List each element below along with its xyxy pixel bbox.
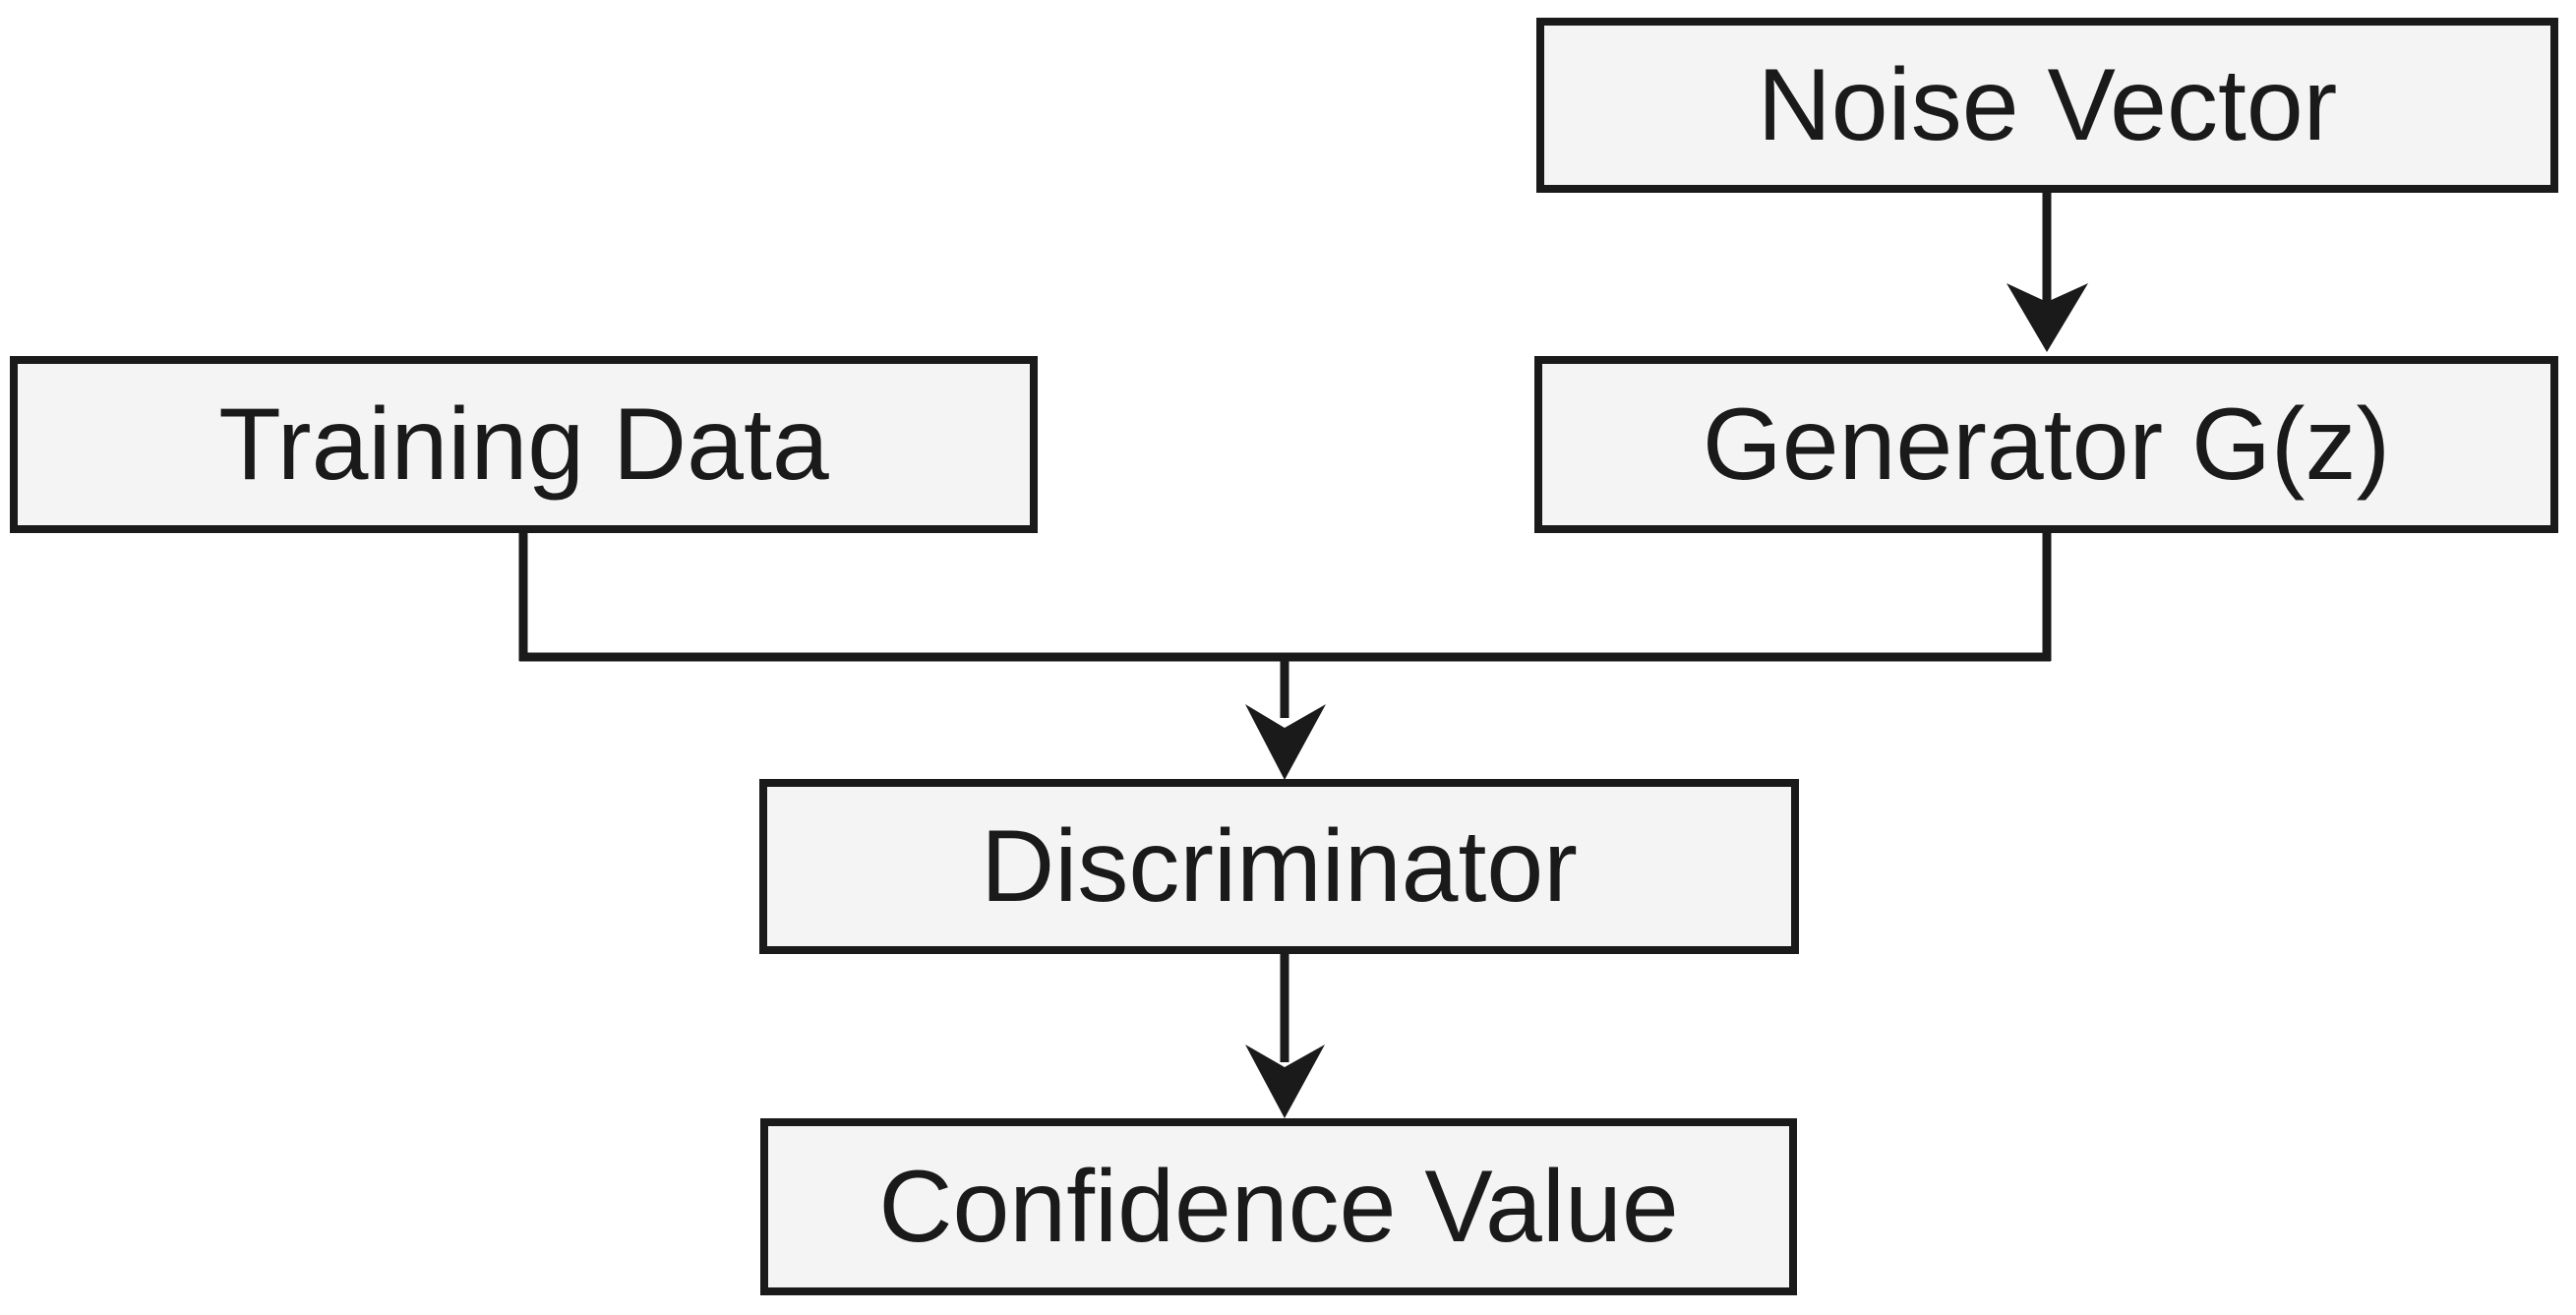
arrowhead-icon bbox=[2007, 283, 2088, 352]
edge-generator-to-discriminator bbox=[1281, 533, 2052, 662]
edge-training-data-to-discriminator bbox=[518, 533, 1289, 662]
node-training-data[interactable]: Training Data bbox=[10, 356, 1038, 533]
arrowhead-icon bbox=[1245, 704, 1326, 780]
node-generator-label: Generator G(z) bbox=[1702, 388, 2391, 502]
node-discriminator[interactable]: Discriminator bbox=[759, 779, 1799, 954]
node-confidence-value[interactable]: Confidence Value bbox=[760, 1118, 1797, 1295]
node-confidence-value-label: Confidence Value bbox=[878, 1150, 1679, 1264]
node-training-data-label: Training Data bbox=[218, 388, 829, 502]
node-generator[interactable]: Generator G(z) bbox=[1534, 356, 2558, 533]
edge-discriminator-to-confidence bbox=[1245, 954, 1325, 1118]
node-discriminator-label: Discriminator bbox=[981, 809, 1578, 924]
arrowhead-icon bbox=[1245, 1045, 1325, 1118]
edge-junction-to-discriminator bbox=[1245, 653, 1326, 780]
node-noise-vector[interactable]: Noise Vector bbox=[1536, 18, 2558, 193]
edge-noise-to-generator bbox=[2007, 193, 2088, 352]
node-noise-vector-label: Noise Vector bbox=[1757, 48, 2338, 162]
